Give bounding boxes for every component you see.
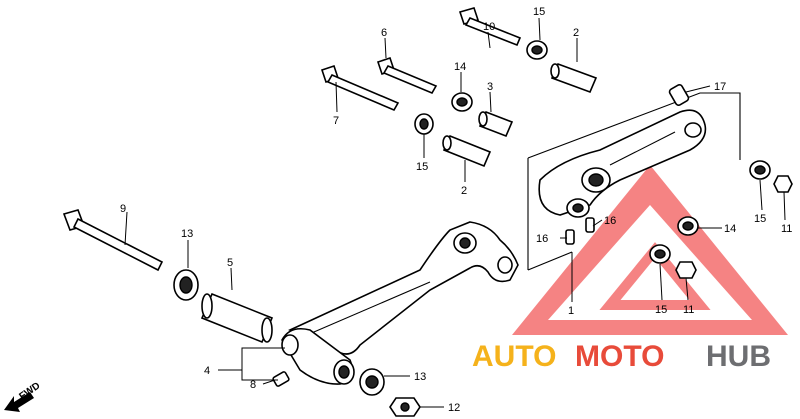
- bolt-6-part: [376, 56, 438, 95]
- callout-13-left: 13: [181, 228, 193, 240]
- callout-8: 8: [250, 379, 256, 391]
- callout-15-low: 15: [655, 304, 667, 316]
- upper-arm-part: [538, 109, 707, 218]
- watermark-auto: AUTO: [472, 340, 556, 373]
- grease-fitting-part: [668, 84, 690, 106]
- seal-14-top: [451, 92, 473, 112]
- watermark-moto: MOTO: [575, 340, 664, 373]
- callout-5: 5: [227, 257, 233, 269]
- callout-15-top: 15: [533, 6, 545, 18]
- fwd-arrow-icon: [4, 392, 34, 412]
- callout-2-upper: 2: [573, 27, 579, 39]
- callout-1: 1: [568, 305, 574, 317]
- assembly-bracket: [527, 92, 741, 271]
- nut-11-right: [773, 175, 793, 193]
- collar-5: [200, 292, 274, 344]
- bolt-9-part: [62, 209, 164, 272]
- fitting-16-lower: [565, 229, 575, 245]
- callout-16-right: 16: [604, 215, 616, 227]
- callout-17: 17: [714, 81, 726, 93]
- callout-13-bottom: 13: [414, 371, 426, 383]
- callout-12: 12: [448, 402, 460, 414]
- nut-12: [389, 397, 421, 417]
- callout-7: 7: [333, 115, 339, 127]
- callout-16-left: 16: [536, 233, 548, 245]
- callout-15-right: 15: [754, 213, 766, 225]
- callout-9: 9: [120, 203, 126, 215]
- callout-2-lower: 2: [461, 185, 467, 197]
- seal-15-top: [526, 40, 548, 60]
- nut-11-low: [675, 261, 697, 279]
- seal-14-right: [677, 216, 699, 236]
- callout-10: 10: [483, 21, 495, 33]
- grease-fitting-8: [272, 371, 290, 387]
- seal-13-bottom: [359, 368, 385, 396]
- seal-15-right: [749, 160, 771, 180]
- leader-lines: [124, 17, 786, 408]
- watermark-hub: HUB: [706, 340, 771, 373]
- callout-14-right: 14: [724, 223, 736, 235]
- callout-4: 4: [204, 365, 210, 377]
- fitting-16-upper: [585, 217, 595, 233]
- callout-14-top: 14: [454, 61, 466, 73]
- seal-13-left: [173, 269, 199, 301]
- collar-2-upper: [550, 62, 598, 94]
- bolt-10-part: [458, 7, 522, 47]
- seal-15-low: [649, 244, 671, 264]
- callout-11-right: 11: [781, 223, 792, 235]
- lower-arm-part: [281, 221, 519, 385]
- watermark-logo-icon: [512, 165, 788, 335]
- bolt-7-part: [320, 64, 400, 112]
- callout-6: 6: [381, 27, 387, 39]
- callout-3: 3: [487, 81, 493, 93]
- collar-2-lower: [442, 134, 492, 168]
- callout-11-low: 11: [683, 304, 694, 316]
- collar-3: [478, 110, 514, 138]
- seal-15-mid: [414, 113, 434, 135]
- watermark-text: AUTO MOTO HUB: [472, 340, 771, 373]
- callout-15-mid: 15: [416, 161, 428, 173]
